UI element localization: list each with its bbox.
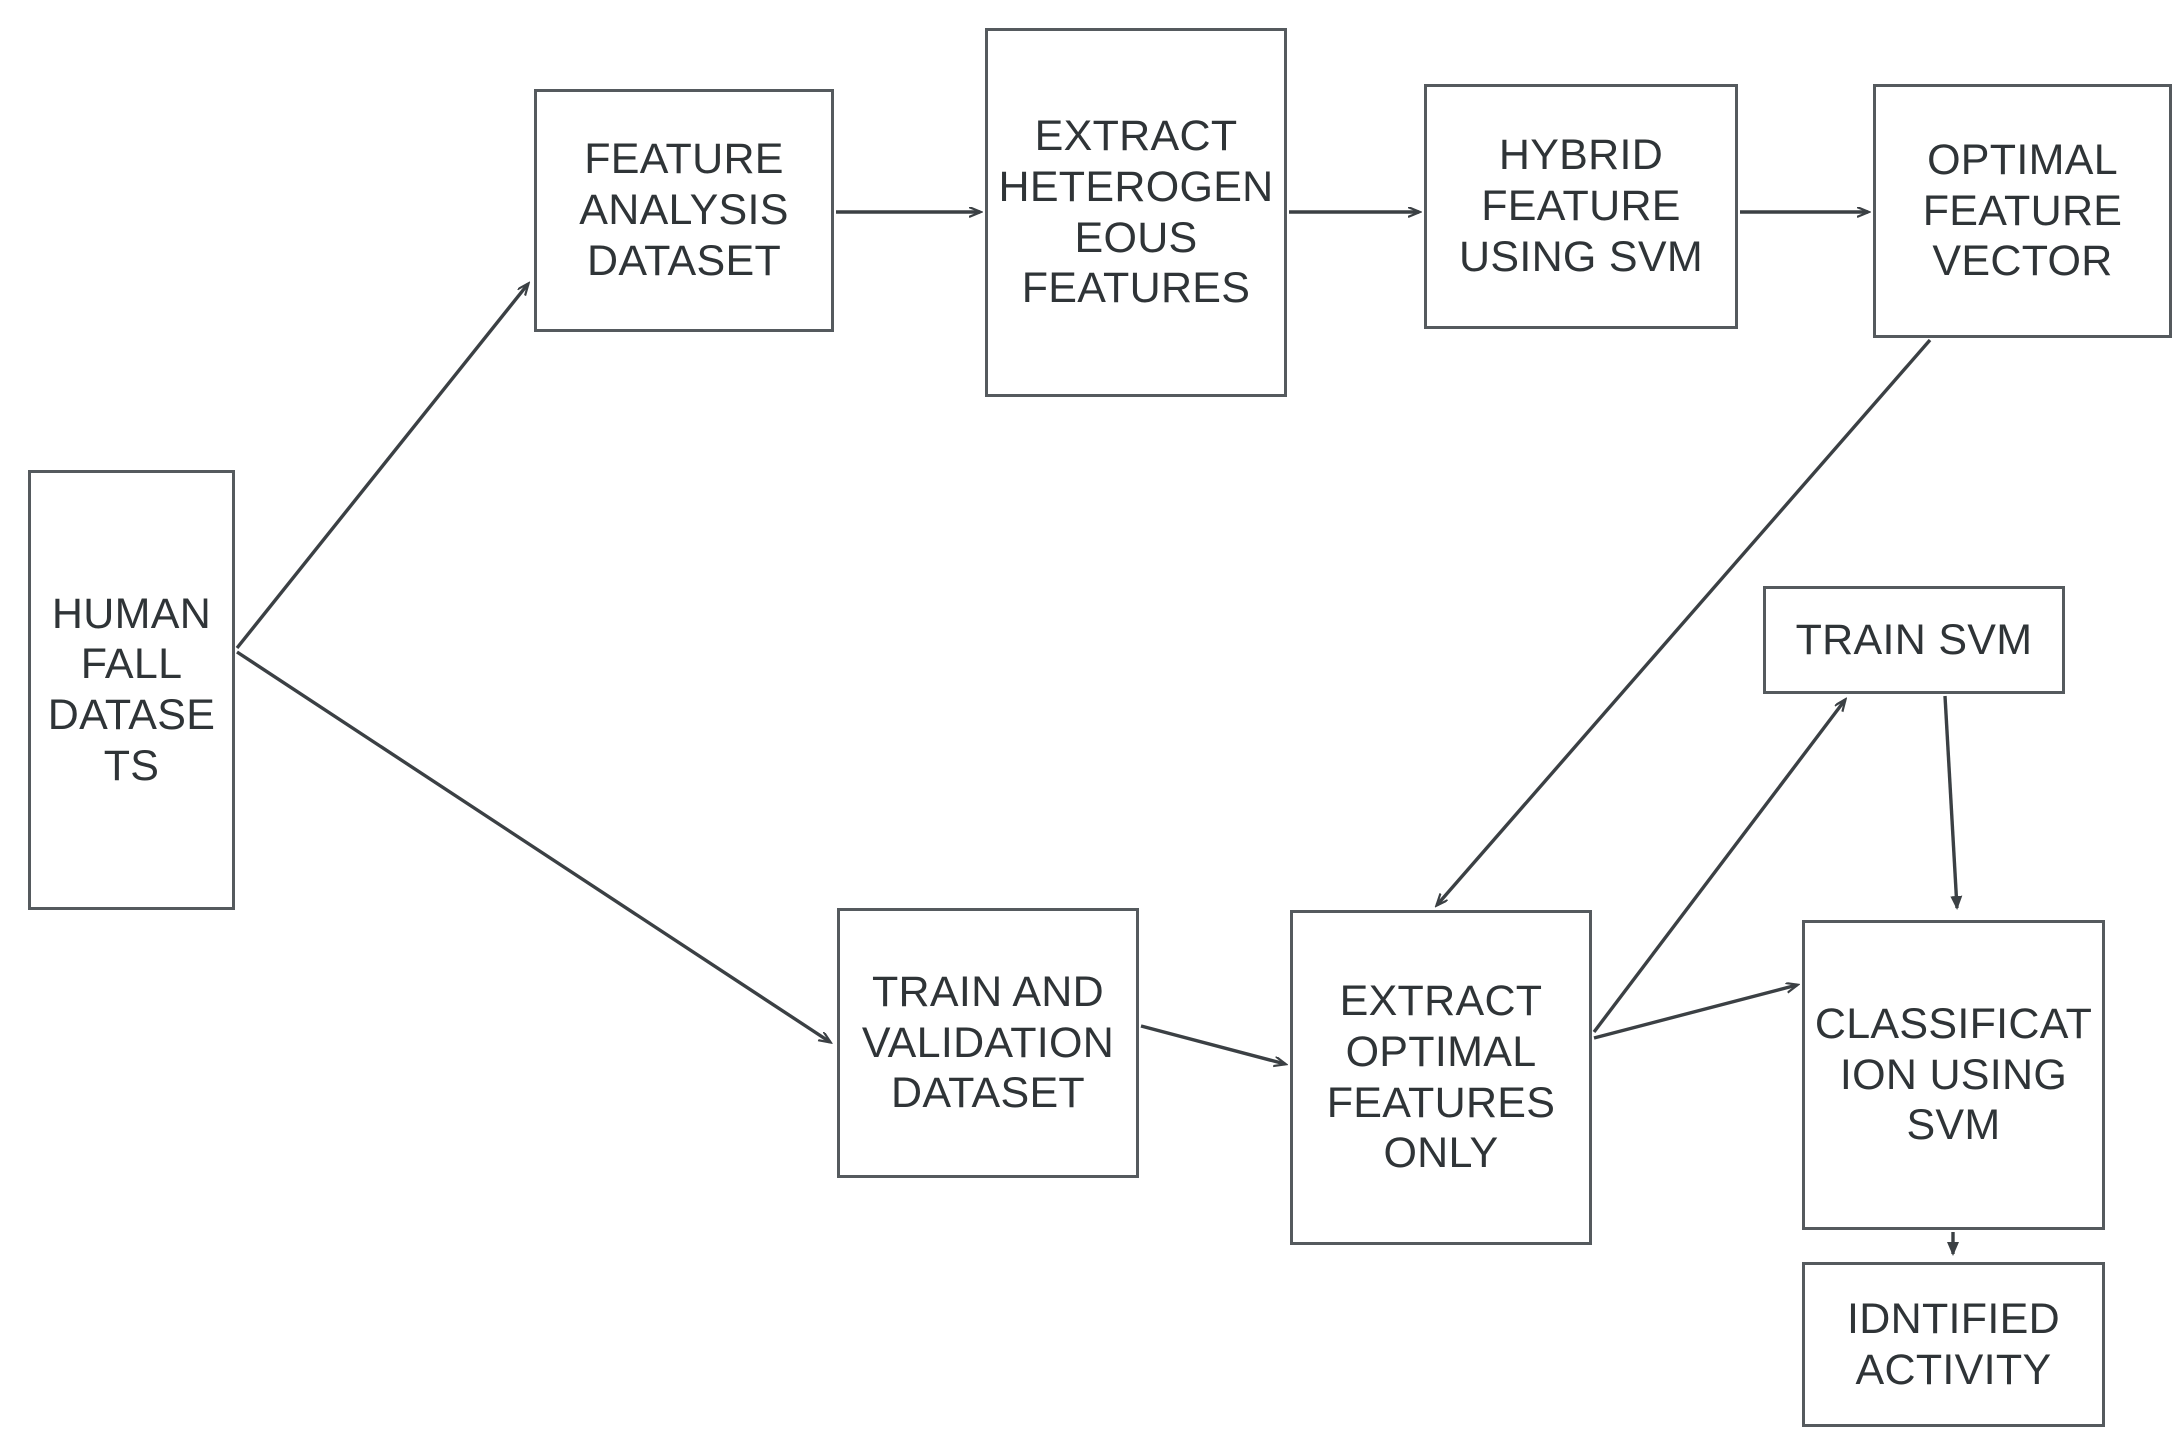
edge-train-svm-to-classification — [1943, 695, 1963, 910]
node-train-svm[interactable]: TRAIN SVM — [1763, 586, 2065, 694]
node-hybrid-feature-using-svm[interactable]: HYBRID FEATURE USING SVM — [1424, 84, 1738, 329]
node-label: IDNTIFIED ACTIVITY — [1847, 1294, 2060, 1394]
edge-extract-optimal-to-train-svm — [1592, 700, 1845, 1034]
edge-human-to-train-validation — [236, 650, 830, 1042]
node-label: EXTRACT OPTIMAL FEATURES ONLY — [1326, 977, 1556, 1178]
edge-train-validation-to-extract-optimal — [1140, 1024, 1285, 1064]
node-label: HYBRID FEATURE USING SVM — [1458, 131, 1703, 281]
edge-extract-optimal-to-classification — [1593, 985, 1797, 1040]
node-label: TRAIN SVM — [1795, 615, 2033, 664]
node-feature-analysis-dataset[interactable]: FEATURE ANALYSIS DATASET — [534, 89, 834, 332]
node-human-fall-datasets[interactable]: HUMAN FALL DATASE TS — [28, 470, 235, 910]
edge-optimal-vector-to-extract-optimal — [1437, 338, 1932, 905]
node-extract-optimal-features-only[interactable]: EXTRACT OPTIMAL FEATURES ONLY — [1290, 910, 1592, 1245]
node-identified-activity[interactable]: IDNTIFIED ACTIVITY — [1802, 1262, 2105, 1427]
node-classification-using-svm[interactable]: CLASSIFICAT ION USING SVM — [1802, 920, 2105, 1230]
edge-human-to-feature-analysis — [235, 284, 528, 650]
node-extract-heterogeneous-features[interactable]: EXTRACT HETEROGEN EOUS FEATURES — [985, 28, 1287, 397]
node-label: EXTRACT HETEROGEN EOUS FEATURES — [998, 112, 1274, 313]
node-label: HUMAN FALL DATASE TS — [47, 589, 216, 790]
node-optimal-feature-vector[interactable]: OPTIMAL FEATURE VECTOR — [1873, 84, 2172, 338]
node-train-and-validation-dataset[interactable]: TRAIN AND VALIDATION DATASET — [837, 908, 1139, 1178]
node-label: CLASSIFICAT ION USING SVM — [1814, 999, 2093, 1150]
node-label: OPTIMAL FEATURE VECTOR — [1922, 135, 2123, 286]
node-label: FEATURE ANALYSIS DATASET — [579, 135, 789, 285]
node-label: TRAIN AND VALIDATION DATASET — [861, 967, 1115, 1118]
